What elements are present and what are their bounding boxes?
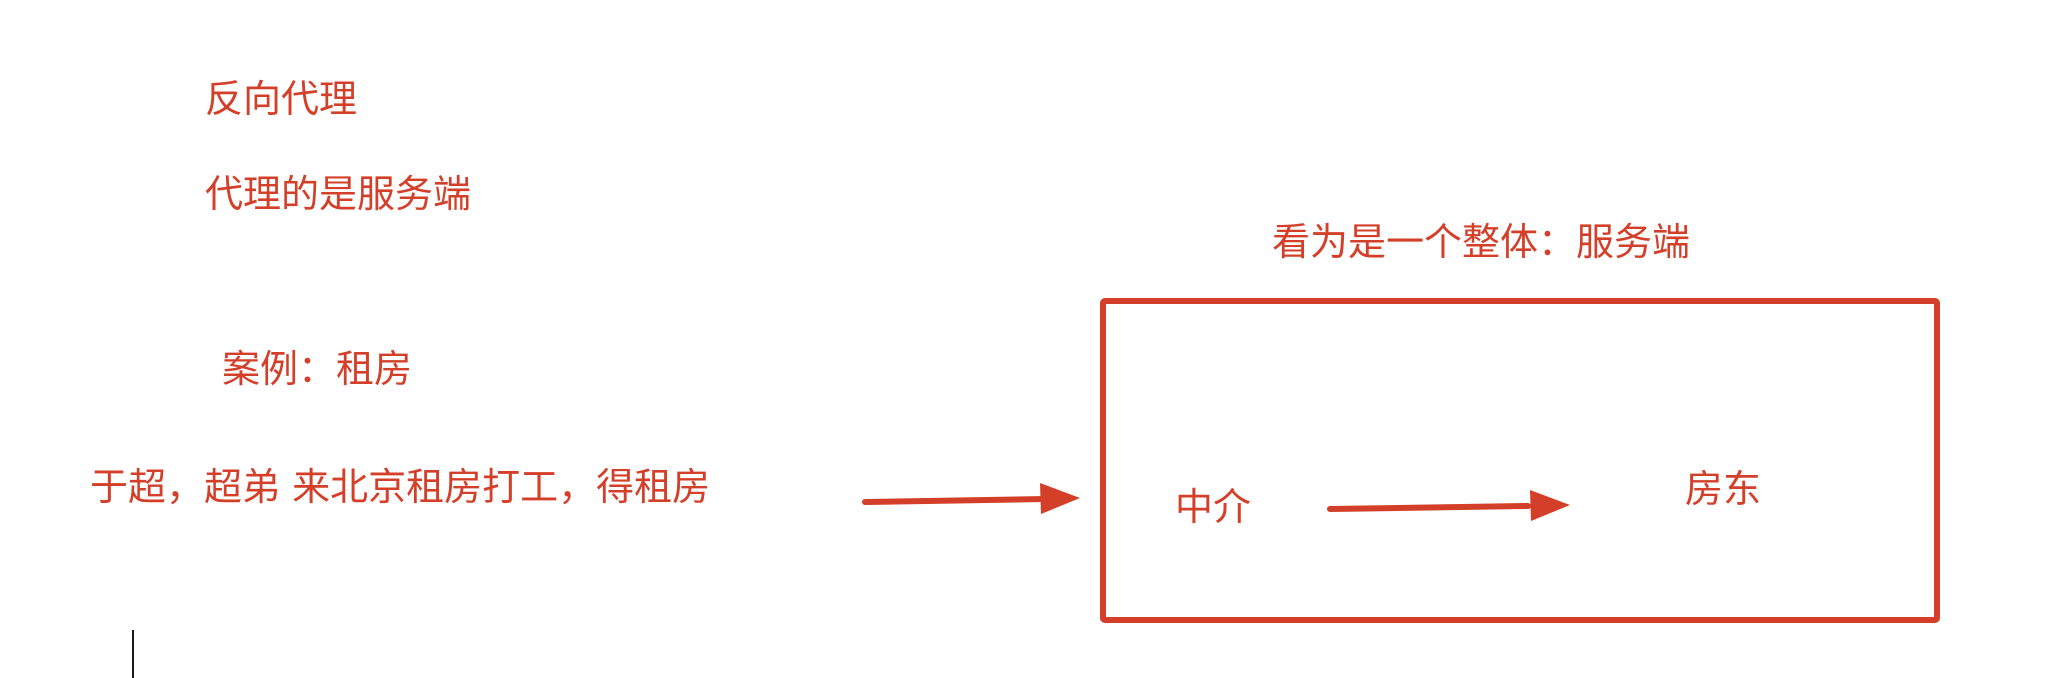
arrow-client-to-agent <box>862 483 1080 514</box>
node-agent: 中介 <box>1175 485 1252 529</box>
server-box <box>1100 298 1940 623</box>
arrow-client-to-agent-head <box>1040 483 1080 514</box>
arrow-agent-to-landlord-shaft <box>1327 503 1531 512</box>
text-cursor <box>132 630 134 678</box>
story-text: 于超，超弟 来北京租房打工，得租房 <box>90 465 711 509</box>
diagram-title: 反向代理 <box>205 77 358 121</box>
node-landlord: 房东 <box>1685 467 1762 511</box>
arrow-client-to-agent-shaft <box>862 496 1048 505</box>
arrow-agent-to-landlord <box>1327 490 1570 521</box>
server-box-caption: 看为是一个整体：服务端 <box>1272 220 1691 264</box>
diagram-subtitle: 代理的是服务端 <box>205 172 472 216</box>
arrow-agent-to-landlord-head <box>1530 490 1570 521</box>
case-label: 案例：租房 <box>222 347 413 391</box>
